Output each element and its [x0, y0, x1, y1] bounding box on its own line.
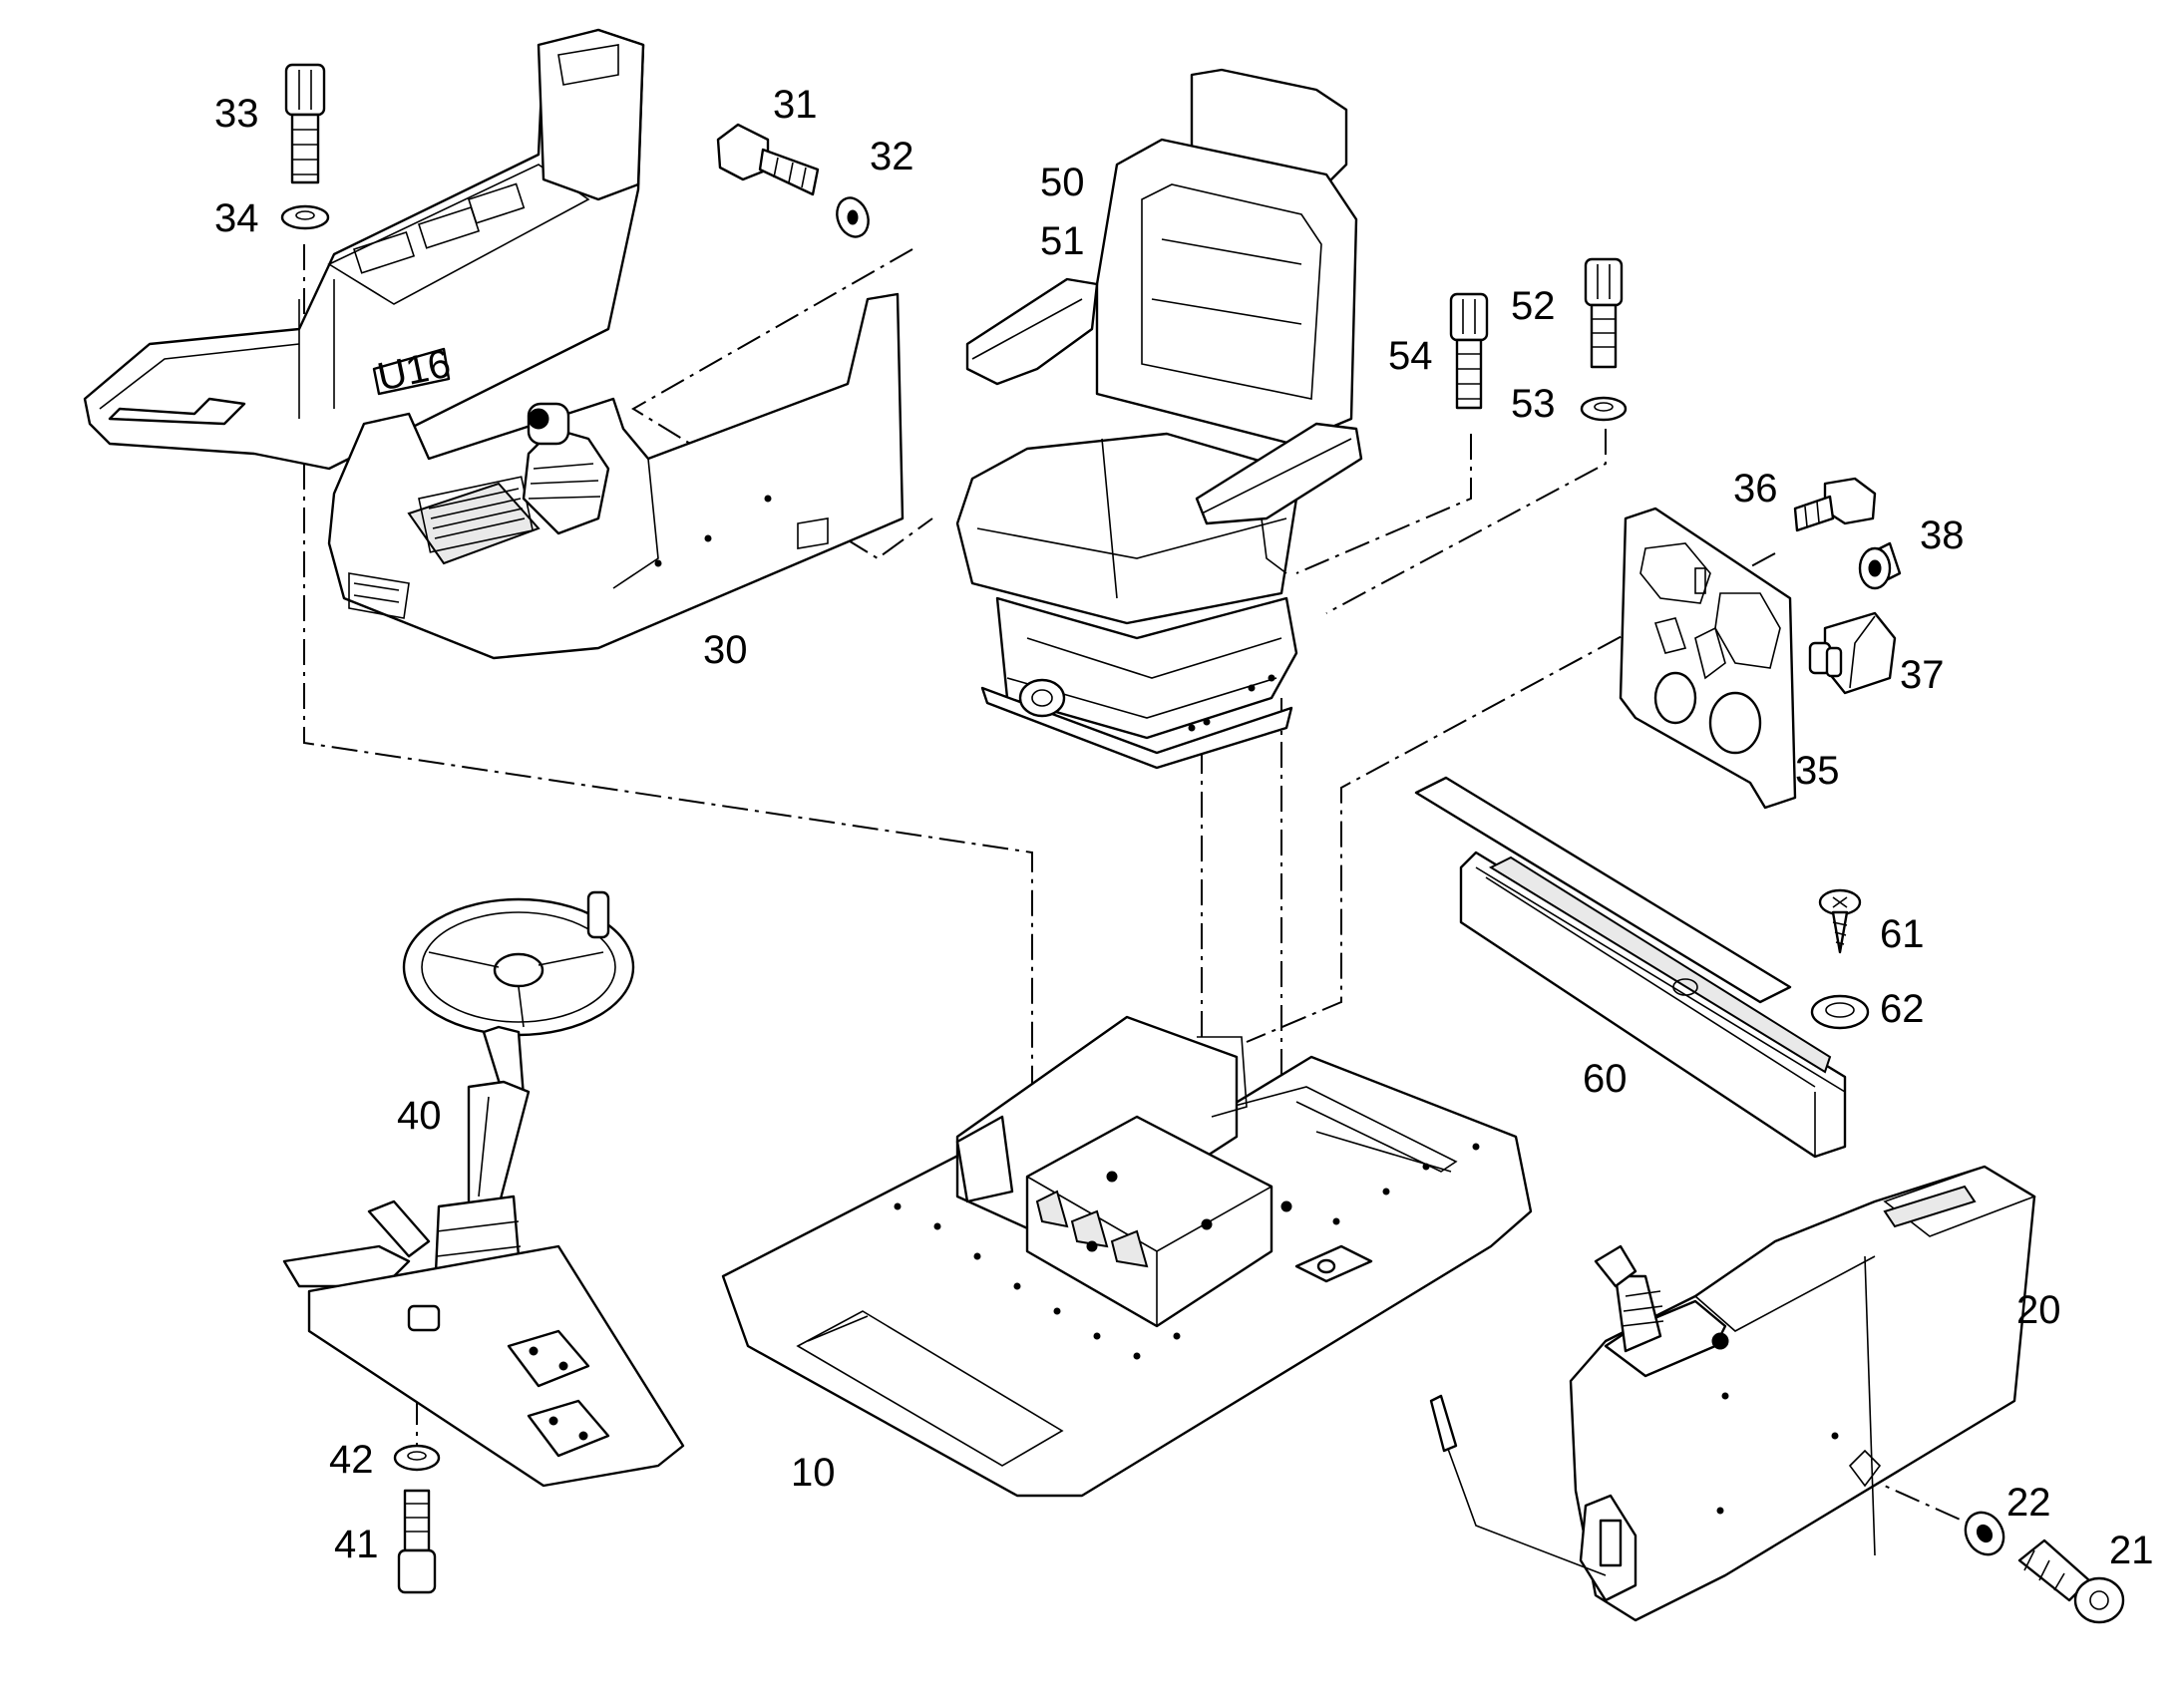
connector-37[interactable] — [1808, 611, 1897, 695]
floor-plate-10[interactable] — [721, 1015, 1533, 1498]
washer-53[interactable] — [1580, 396, 1628, 422]
screw-61[interactable] — [1818, 888, 1862, 954]
cable-channel-60[interactable] — [1414, 776, 1847, 1159]
callout-40-text: 40 — [397, 1094, 442, 1138]
cap-screw-41[interactable] — [397, 1489, 437, 1594]
floor-holes — [894, 1143, 1480, 1360]
callout-22: 22 — [2006, 1481, 2051, 1525]
callout-30: 30 — [703, 628, 748, 672]
callout-52: 52 — [1511, 284, 1556, 328]
callout-labels-steering: 40 42 41 — [329, 1094, 442, 1566]
callout-41-text: 41 — [334, 1523, 379, 1566]
washer-32[interactable] — [832, 193, 874, 241]
callout-21: 21 — [2109, 1529, 2154, 1572]
steering-column-40[interactable] — [282, 890, 685, 1488]
plug-38[interactable] — [1858, 541, 1902, 590]
cap-screw-52[interactable] — [1584, 257, 1624, 369]
callout-60: 60 — [1583, 1057, 1628, 1101]
washer-22[interactable] — [1958, 1506, 2010, 1561]
right-side-console-20[interactable] — [1429, 1165, 2036, 1622]
bolt-36[interactable] — [1793, 477, 1877, 532]
callout-42-text: 42 — [329, 1438, 374, 1482]
mounting-plate-35[interactable] — [1619, 507, 1797, 810]
left-dashboard-console[interactable]: U16 — [83, 28, 905, 660]
callout-10: 10 — [791, 1451, 836, 1495]
callout-32: 32 — [870, 135, 914, 178]
callout-36: 36 — [1733, 467, 1778, 511]
callout-31: 31 — [773, 83, 818, 127]
callout-33: 33 — [214, 92, 259, 136]
callout-53: 53 — [1511, 382, 1556, 426]
cap-screw-33[interactable] — [284, 63, 326, 184]
callout-54: 54 — [1388, 334, 1433, 378]
callout-labels: 33 34 31 32 50 51 52 54 53 36 38 37 35 3… — [214, 83, 2154, 1572]
callout-34: 34 — [214, 196, 259, 240]
washer-34[interactable] — [280, 204, 330, 230]
operator-seat[interactable] — [955, 68, 1363, 770]
grommet-62[interactable] — [1810, 994, 1870, 1030]
callout-20: 20 — [2016, 1288, 2061, 1332]
cap-screw-54[interactable] — [1449, 292, 1489, 410]
callout-50: 50 — [1040, 161, 1085, 204]
bolt-31[interactable] — [716, 123, 820, 196]
callout-38: 38 — [1920, 513, 1965, 557]
callout-51: 51 — [1040, 219, 1085, 263]
callout-62: 62 — [1880, 987, 1925, 1031]
callout-37: 37 — [1900, 653, 1945, 697]
bolt-21[interactable] — [2017, 1538, 2125, 1624]
callout-61: 61 — [1880, 912, 1925, 956]
washer-42[interactable] — [393, 1444, 441, 1472]
callout-35: 35 — [1795, 749, 1840, 793]
